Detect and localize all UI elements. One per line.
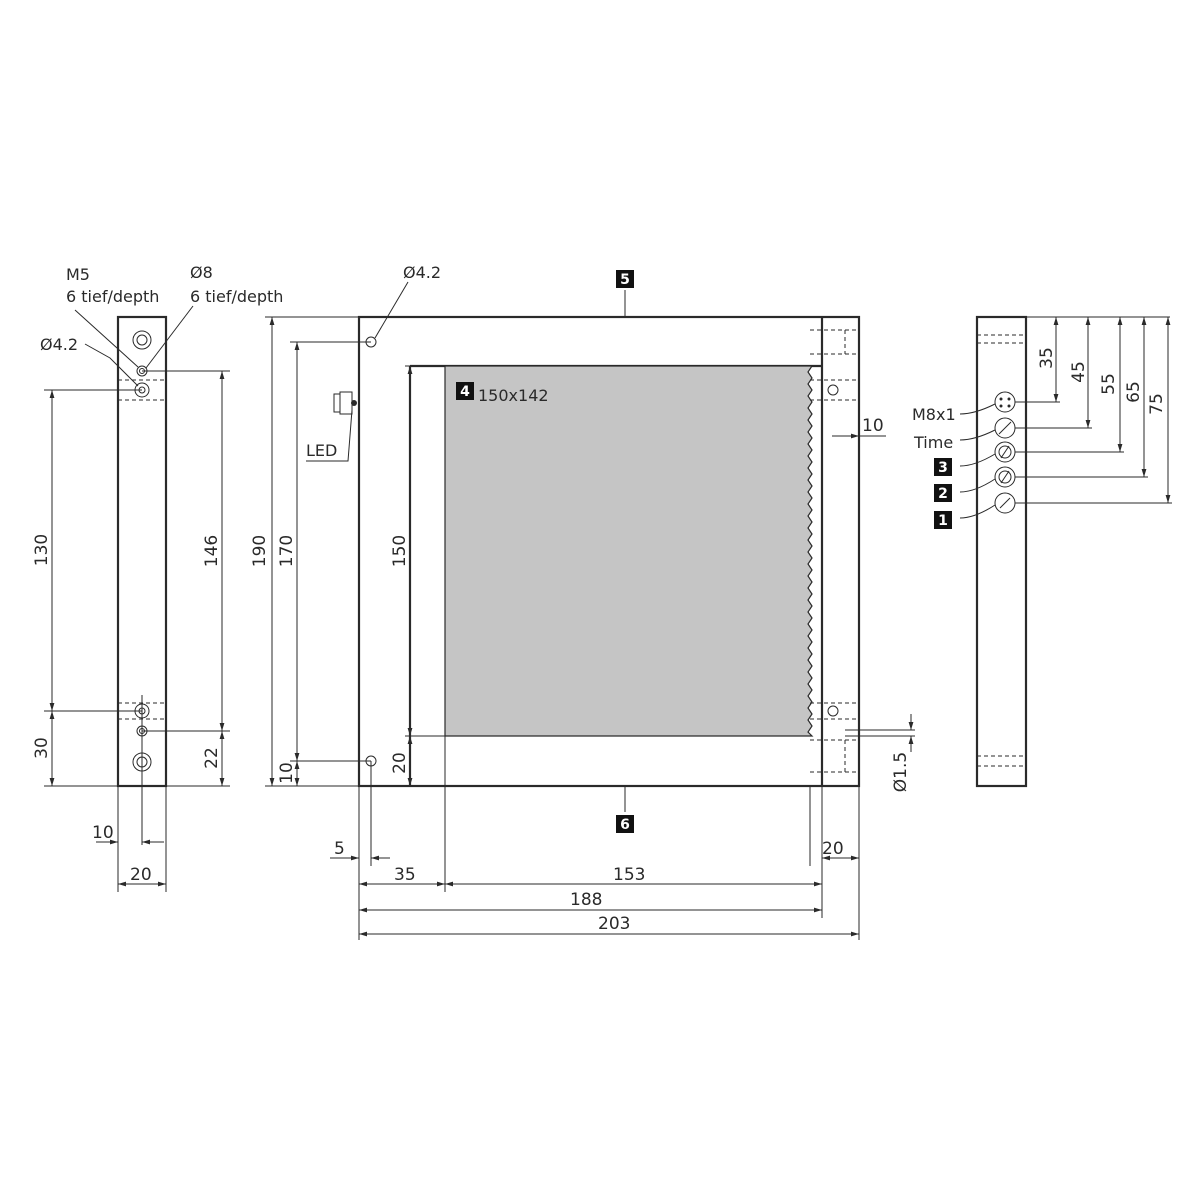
m5-leader xyxy=(74,309,139,368)
dim-20-front-right: 20 xyxy=(822,839,844,859)
led-indicator xyxy=(333,391,357,415)
dim-5: 5 xyxy=(334,839,345,859)
dim-10-front-right: 10 xyxy=(862,416,884,436)
dim-190: 190 xyxy=(250,535,270,567)
svg-text:3: 3 xyxy=(938,460,948,476)
dim-170: 170 xyxy=(277,535,297,567)
led-leader xyxy=(306,409,353,462)
dim-20-left-width: 20 xyxy=(130,865,152,885)
dim-146: 146 xyxy=(202,535,222,567)
badge-3: 3 xyxy=(934,458,952,476)
callout-d8: Ø8 xyxy=(190,263,213,282)
callout-d42-left: Ø4.2 xyxy=(40,335,78,354)
d42-leader-front xyxy=(374,281,409,339)
dim-153: 153 xyxy=(613,865,645,885)
label-m8x1: M8x1 xyxy=(912,405,956,424)
mount-hole-bottom-right xyxy=(827,705,839,717)
callout-d8-depth: 6 tief/depth xyxy=(190,287,283,306)
front-frame xyxy=(357,315,861,788)
potentiometer-3 xyxy=(994,441,1016,463)
svg-text:4: 4 xyxy=(460,384,470,400)
connector-m8x1 xyxy=(994,391,1016,413)
dim-r-35: 35 xyxy=(1037,347,1057,369)
left-side-view: M5 6 tief/depth Ø8 6 tief/depth Ø4.2 130… xyxy=(32,263,283,892)
label-time: Time xyxy=(913,433,953,452)
dim-188: 188 xyxy=(570,890,602,910)
callout-d42-front: Ø4.2 xyxy=(403,263,441,282)
time-leader xyxy=(959,429,996,441)
dim-203: 203 xyxy=(598,914,630,934)
dim-d15: Ø1.5 xyxy=(891,752,911,792)
badge-2: 2 xyxy=(934,484,952,502)
window-size-label: 150x142 xyxy=(478,386,549,405)
dim-r-75: 75 xyxy=(1147,393,1167,415)
potentiometer-2 xyxy=(994,466,1016,488)
m8x1-leader xyxy=(959,403,996,415)
d42-leader-left xyxy=(84,343,139,387)
front-view: LED Ø4.2 150x142 190 170 10 150 20 xyxy=(250,263,915,940)
dim-130: 130 xyxy=(32,534,52,566)
badge-4: 4 xyxy=(456,382,474,400)
svg-text:2: 2 xyxy=(938,486,948,502)
mount-hole-top-right xyxy=(827,384,839,396)
svg-text:5: 5 xyxy=(620,272,630,288)
dim-r-45: 45 xyxy=(1069,361,1089,383)
callout-m5-depth: 6 tief/depth xyxy=(66,287,159,306)
callout-m5: M5 xyxy=(66,265,90,284)
dim-10-left: 10 xyxy=(92,823,114,843)
right-profile-body xyxy=(975,315,1028,788)
potentiometer-time xyxy=(994,417,1016,439)
dim-10-front-left: 10 xyxy=(277,762,297,784)
dim-22: 22 xyxy=(202,747,222,769)
potentiometer-1 xyxy=(994,492,1016,514)
dim-20-front-bottom: 20 xyxy=(390,752,410,774)
dim-35: 35 xyxy=(394,865,416,885)
svg-text:1: 1 xyxy=(938,513,948,529)
dim-r-55: 55 xyxy=(1099,373,1119,395)
light-window xyxy=(444,365,814,737)
dim-30: 30 xyxy=(32,737,52,759)
badge-1: 1 xyxy=(934,511,952,529)
dim-r-65: 65 xyxy=(1124,381,1144,403)
svg-text:6: 6 xyxy=(620,817,630,833)
right-side-view: M8x1 Time 35 45 55 65 75 xyxy=(912,315,1172,788)
d8-leader xyxy=(145,305,194,369)
badge-5: 5 xyxy=(616,270,634,288)
led-label: LED xyxy=(306,441,337,460)
badge-6: 6 xyxy=(616,815,634,833)
dim-150: 150 xyxy=(390,535,410,567)
